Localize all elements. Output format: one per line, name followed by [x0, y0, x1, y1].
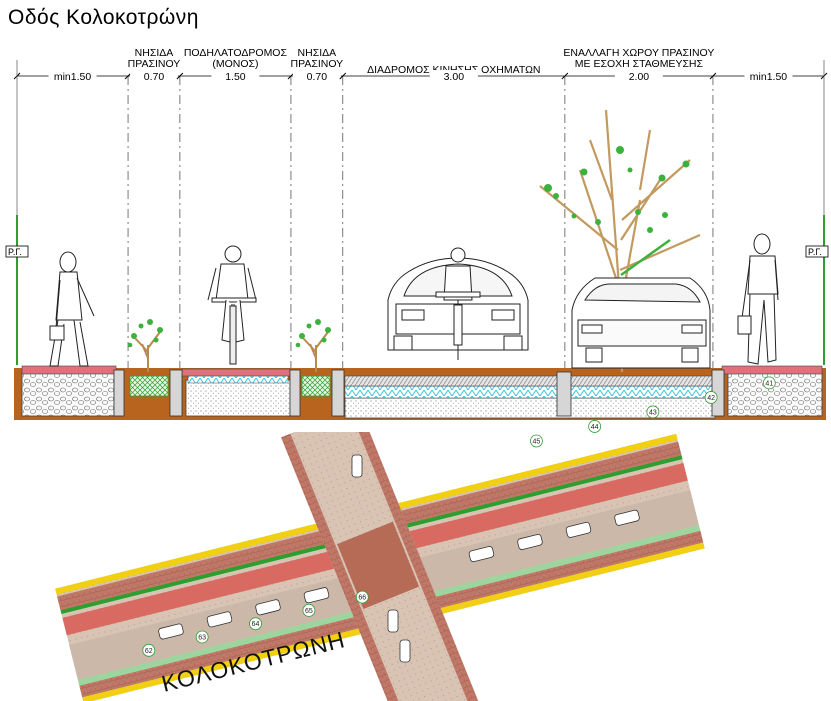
plan-mark-a-0: 45 — [533, 438, 541, 445]
road-asphalt — [344, 375, 716, 387]
sidewalk-right-base — [727, 371, 823, 417]
curb-3 — [289, 369, 301, 417]
road-base — [344, 397, 716, 419]
sidewalk-left-surface — [21, 365, 117, 375]
dimension-tick-2 — [176, 72, 184, 80]
curb-6 — [711, 369, 725, 417]
plan-mark-b-0: 62 — [145, 648, 153, 655]
street-name-label: ΚΟΛΟΚΟΤΡΩΝΗ — [159, 626, 348, 697]
moving-car — [387, 247, 529, 360]
property-line-left-label: Ρ.Γ. — [8, 247, 22, 257]
zone-heading-green-island-1-1: ΠΡΑΣΙΝΟΥ — [128, 58, 181, 70]
plan-mark-a-circle-0 — [530, 434, 543, 448]
curb-2 — [169, 369, 183, 417]
road-cyan-layer — [344, 385, 716, 399]
zone-heading-bike-lane-0: ΠΟΔΗΛΑΤΟΔΡΟΜΟΣ — [184, 47, 288, 59]
page-title: Οδός Κολοκοτρώνη — [8, 6, 199, 29]
curb-5 — [556, 371, 572, 417]
pedestrian-right — [737, 233, 779, 365]
bike-lane-surface — [181, 368, 291, 377]
zone-dimension-sidewalk-left: min1.50 — [54, 71, 92, 83]
plan-mark-b-3: 65 — [305, 608, 313, 615]
property-line-left-marker — [5, 245, 29, 258]
small-tree-1 — [127, 319, 163, 372]
zone-heading-bike-lane-1: (ΜΟΝΟΣ) — [212, 58, 258, 70]
plan-car-1 — [387, 609, 399, 633]
crossing-street-band — [281, 432, 479, 701]
dimension-tick-4 — [339, 72, 347, 80]
zone-dimension-vehicle-lane: 3.00 — [444, 71, 465, 83]
dimension-tick-5 — [561, 72, 569, 80]
plan-mark-b-2: 64 — [252, 621, 260, 628]
plan-mark-b-circle-0 — [142, 643, 156, 657]
kolokotroni-street-band — [55, 433, 705, 701]
zone-dimension-green-island-2: 0.70 — [307, 71, 328, 83]
bike-lane-base — [185, 379, 291, 417]
plan-car-3 — [351, 454, 363, 478]
zone-dimension-green-parking: 2.00 — [629, 71, 650, 83]
plan-mark-b-circle-2 — [249, 617, 262, 631]
curb-1 — [113, 369, 125, 417]
zone-dimension-bike-lane: 1.50 — [225, 71, 246, 83]
dimension-tick-6 — [709, 72, 717, 80]
plan-mark-b-1: 63 — [198, 635, 206, 642]
pedestrian-left — [49, 251, 95, 367]
sidewalk-left-base — [21, 371, 115, 417]
green-island-1-soil — [129, 375, 169, 397]
property-line-right-marker — [805, 245, 829, 258]
parked-car — [571, 277, 711, 369]
curb-4 — [331, 369, 345, 417]
small-tree-2 — [295, 319, 331, 372]
street-cross-section: min1.50ΝΗΣΙΔΑΠΡΑΣΙΝΟΥ0.70ΠΟΔΗΛΑΤΟΔΡΟΜΟΣ(… — [5, 47, 829, 420]
zone-heading-green-island-1-0: ΝΗΣΙΔΑ — [135, 47, 174, 59]
plan-mark-b-4: 66 — [358, 595, 366, 602]
zone-dimension-sidewalk-right: min1.50 — [750, 71, 788, 83]
plan-car-2 — [399, 639, 411, 663]
zone-dimension-green-island-1: 0.70 — [144, 71, 165, 83]
cyclist — [207, 245, 257, 365]
zone-heading-green-parking-0: ΕΝΑΛΛΑΓΗ ΧΩΡΟΥ ΠΡΑΣΙΝΟΥ — [563, 47, 714, 59]
property-line-right-label: Ρ.Γ. — [808, 247, 822, 257]
zone-heading-green-island-2-1: ΠΡΑΣΙΝΟΥ — [291, 58, 344, 70]
sidewalk-right-surface — [721, 365, 823, 375]
zone-heading-green-parking-1: ΜΕ ΕΣΟΧΗ ΣΤΑΘΜΕΥΣΗΣ — [575, 58, 704, 70]
zone-heading-green-island-2-0: ΝΗΣΙΔΑ — [298, 47, 337, 59]
green-island-2-soil — [301, 375, 331, 397]
plan-mark-b-circle-1 — [195, 630, 209, 644]
plan-mark-b-circle-4 — [355, 590, 369, 604]
plan-mark-b-circle-3 — [302, 604, 316, 617]
